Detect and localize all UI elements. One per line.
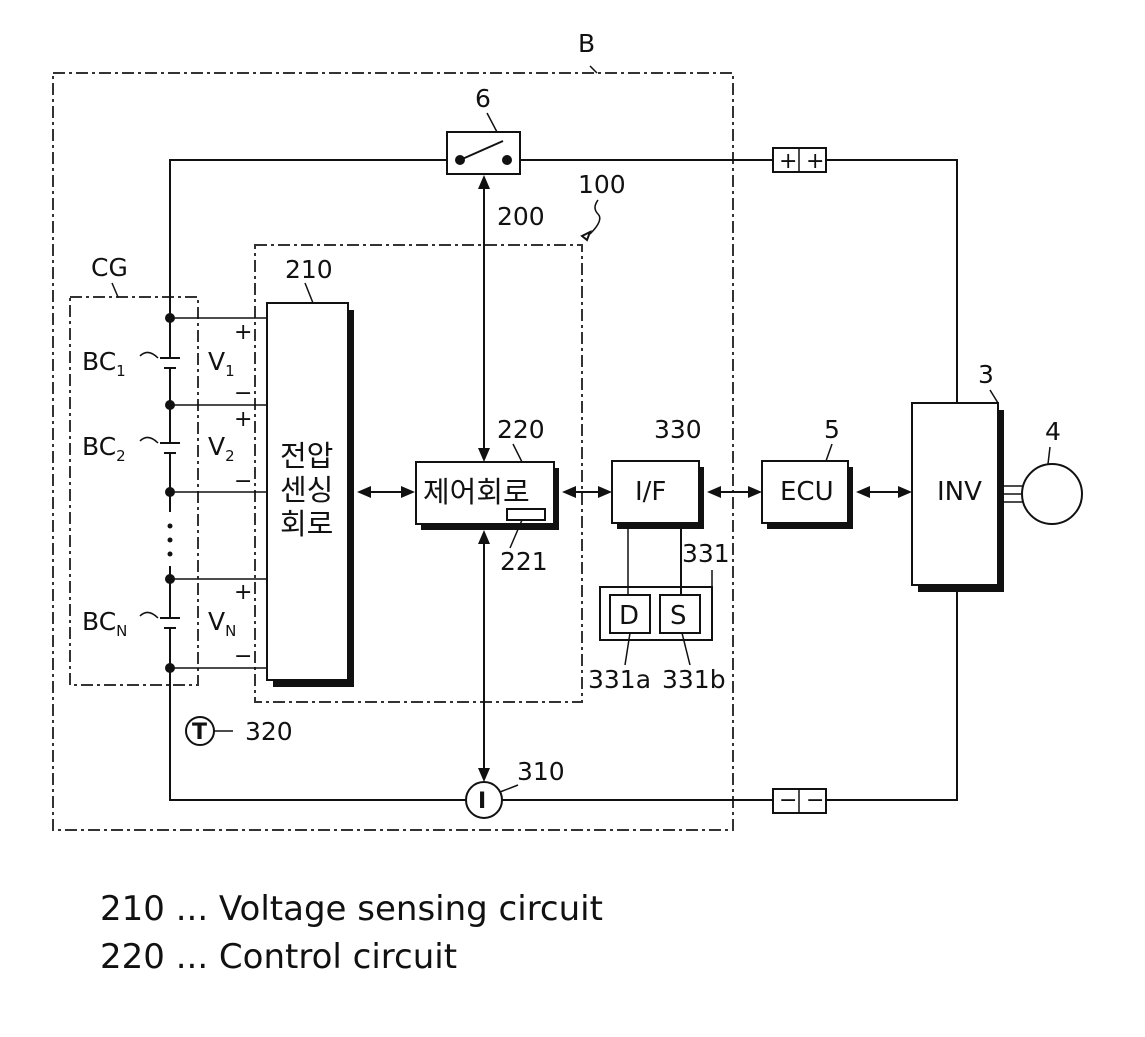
svg-text:−: − [779,788,797,813]
voltage-sensing-ref: 210 [285,255,333,284]
legend-line-1: 210 ... Voltage sensing circuit [100,889,603,929]
apparatus-pointer [590,200,600,234]
svg-text:회로: 회로 [280,507,333,541]
current-sensor-ref: 310 [517,757,565,786]
svg-text:전압: 전압 [280,439,333,473]
svg-text:+: + [234,320,252,345]
cell-label-1: BC1 V1 + − [82,320,252,406]
svg-text:BC1: BC1 [82,347,126,380]
control-circuit-ref: 220 [497,415,545,444]
svg-text:−: − [234,644,252,669]
temperature-sensor-ref: 320 [245,717,293,746]
svg-text:INV: INV [937,477,982,507]
control-device-label: 200 [497,202,545,231]
svg-text:−: − [234,381,252,406]
memory-ref: 221 [500,547,548,576]
control-memory [507,509,545,520]
interface-ref: 330 [654,415,702,444]
cell-group-label: CG [91,253,128,282]
battery-pack-label: B [578,29,595,58]
speaker-ref: 331b [662,665,726,694]
svg-text:V1: V1 [208,347,235,380]
svg-text:D: D [619,601,639,631]
svg-text:BCN: BCN [82,607,127,640]
svg-text:S: S [670,601,687,631]
svg-text:I: I [478,789,486,814]
relay-switch-box [447,132,520,174]
svg-text:−: − [234,469,252,494]
battery-pack-boundary [53,73,733,830]
svg-text:BC2: BC2 [82,432,126,465]
svg-text:T: T [192,720,207,745]
svg-text:VN: VN [208,607,236,640]
svg-text:I/F: I/F [635,477,666,507]
svg-text:ECU: ECU [780,477,834,507]
svg-text:+: + [806,149,824,174]
svg-text:제어회로: 제어회로 [423,475,530,509]
relay-switch-label: 6 [475,84,491,113]
ecu-ref: 5 [824,415,840,444]
svg-text:+: + [234,407,252,432]
svg-text:+: + [779,149,797,174]
inverter-ref: 3 [978,360,994,389]
svg-text:V2: V2 [208,432,235,465]
legend-line-2: 220 ... Control circuit [100,937,457,977]
svg-text:+: + [234,580,252,605]
apparatus-label: 100 [578,170,626,199]
cell-label-2: BC2 V2 + − [82,407,252,494]
svg-text:센싱: 센싱 [280,473,333,507]
motor-ref: 4 [1045,417,1061,446]
alarm-unit-ref: 331 [682,539,730,568]
display-ref: 331a [588,665,651,694]
cell-label-n: BCN VN + − [82,580,252,669]
svg-text:−: − [806,788,824,813]
motor [1022,464,1082,524]
positive-main-line [170,160,447,318]
